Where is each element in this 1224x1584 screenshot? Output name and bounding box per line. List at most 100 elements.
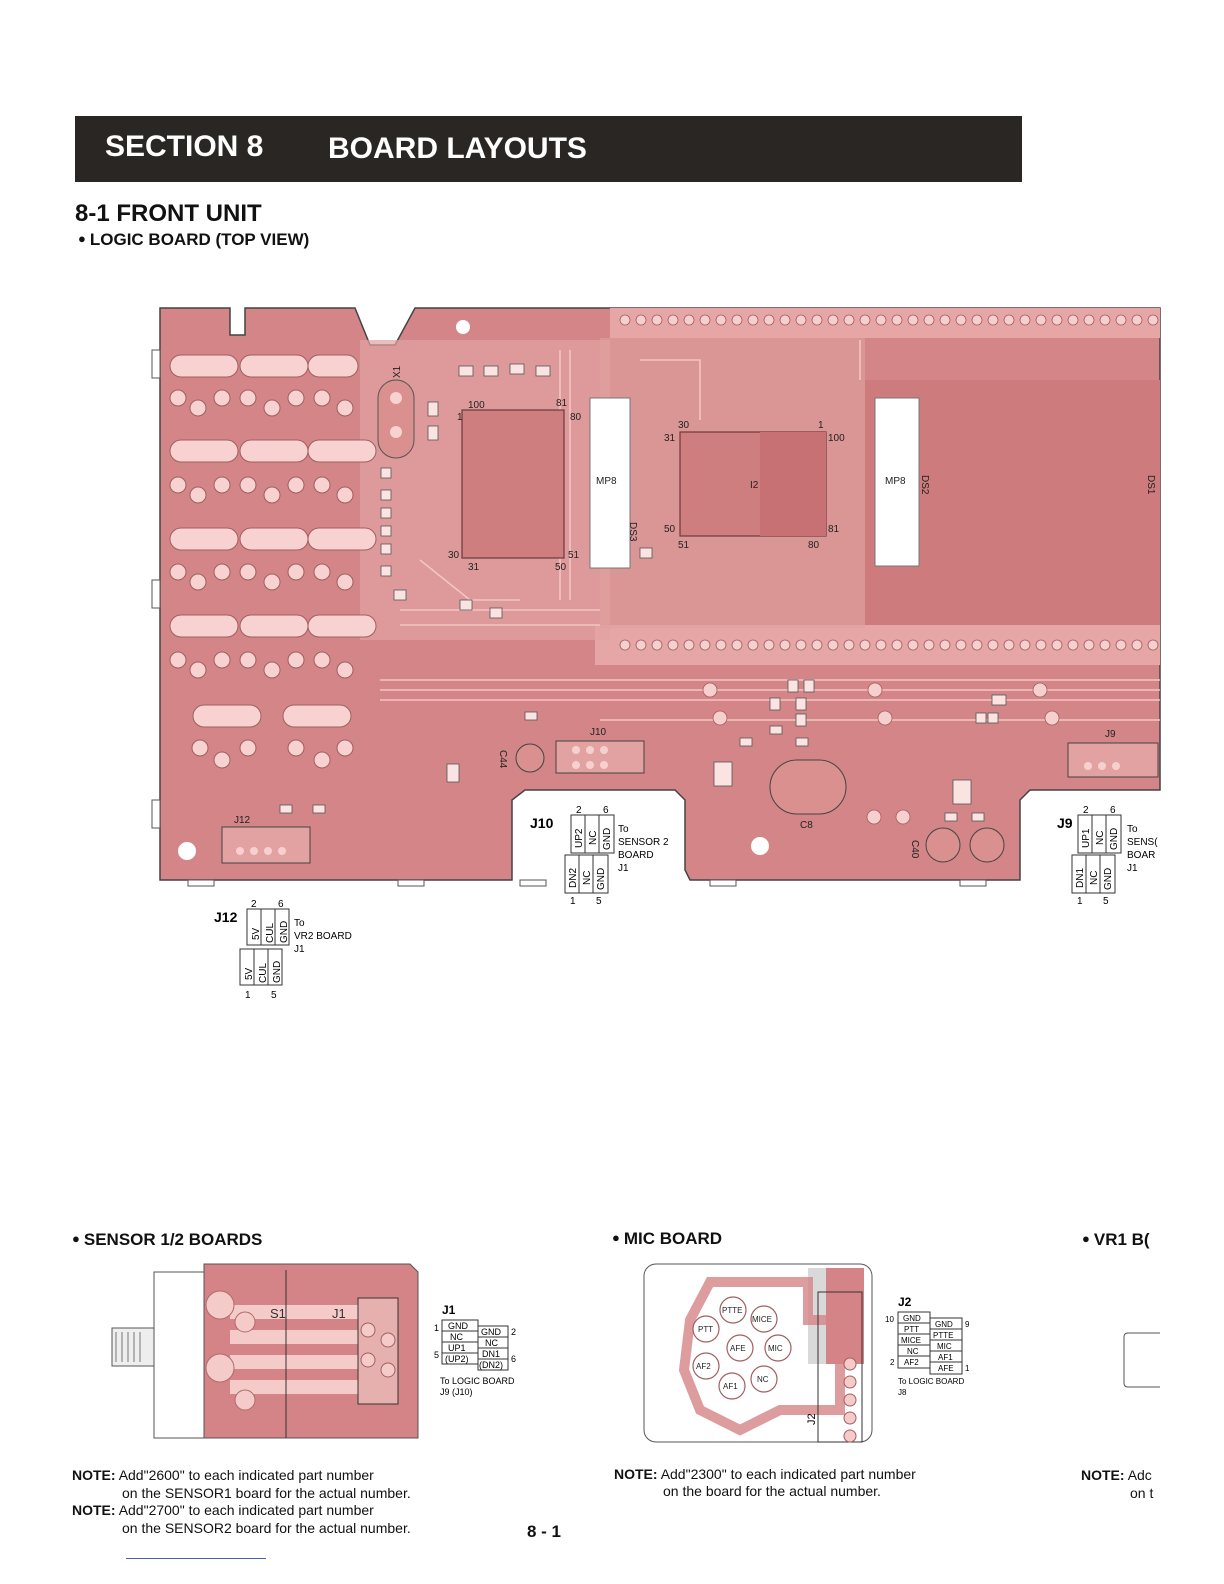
- svg-text:5: 5: [1103, 896, 1109, 907]
- c8-label: C8: [800, 820, 813, 831]
- svg-text:PTTE: PTTE: [722, 1306, 742, 1315]
- svg-text:To: To: [1127, 824, 1138, 835]
- svg-text:J10: J10: [530, 815, 554, 831]
- svg-text:2: 2: [511, 1327, 516, 1337]
- logic-board-diagram: X1 MP8 MP8 DS2 DS1 DS3 C44 C8 C40 I2 100…: [151, 307, 1161, 887]
- logic-board-heading: LOGIC BOARD (TOP VIEW): [78, 230, 309, 250]
- svg-text:GND: GND: [279, 921, 290, 943]
- ic2-pin: 50: [664, 524, 676, 535]
- c44-label: C44: [497, 750, 508, 769]
- ic2-pin: 80: [808, 540, 820, 551]
- svg-text:AF2: AF2: [696, 1362, 711, 1371]
- section-number: SECTION 8: [105, 130, 264, 163]
- svg-text:1: 1: [245, 990, 251, 1001]
- c40-label: C40: [909, 840, 920, 859]
- ds2-label: DS2: [919, 475, 930, 495]
- svg-text:2: 2: [890, 1358, 895, 1367]
- ds1-label: DS1: [1145, 475, 1156, 495]
- svg-text:To: To: [294, 918, 305, 929]
- svg-text:GND: GND: [1103, 868, 1114, 890]
- svg-text:1: 1: [965, 1364, 970, 1373]
- ic1-pin: 80: [570, 412, 582, 423]
- svg-text:GND: GND: [903, 1314, 921, 1323]
- svg-text:DN2: DN2: [568, 868, 579, 888]
- svg-text:VR2 BOARD: VR2 BOARD: [294, 931, 352, 942]
- ic2-label: I2: [750, 480, 759, 491]
- ds3-label: DS3: [627, 522, 638, 542]
- svg-text:6: 6: [511, 1354, 516, 1364]
- svg-text:CUL: CUL: [258, 963, 269, 983]
- connector-pinouts: J12 2 6 5V CUL GND 5V CUL GND 1 5 To VR2…: [214, 805, 1158, 1001]
- svg-text:J9: J9: [1057, 815, 1073, 831]
- svg-text:NC: NC: [588, 831, 599, 845]
- ic2-pin: 31: [664, 433, 676, 444]
- svg-text:GND: GND: [448, 1321, 469, 1331]
- svg-text:6: 6: [278, 899, 284, 910]
- svg-text:6: 6: [1110, 805, 1116, 816]
- ic1-pin: 51: [568, 550, 580, 561]
- svg-text:J12: J12: [214, 909, 238, 925]
- key-pads: [169, 354, 377, 728]
- svg-text:PTT: PTT: [904, 1325, 919, 1334]
- svg-text:GND: GND: [272, 961, 283, 983]
- j9-board-label: J9: [1105, 729, 1116, 740]
- svg-text:J1: J1: [294, 944, 305, 955]
- svg-text:DN1: DN1: [482, 1349, 500, 1359]
- ic2-pin: 30: [678, 420, 690, 431]
- footer-rule: [126, 1558, 266, 1559]
- svg-text:2: 2: [1083, 805, 1089, 816]
- page-number: 8 - 1: [527, 1522, 562, 1541]
- svg-text:J8: J8: [898, 1388, 907, 1397]
- svg-text:NC: NC: [1095, 831, 1106, 845]
- svg-text:UP1: UP1: [448, 1343, 466, 1353]
- svg-text:UP1: UP1: [1081, 828, 1092, 848]
- svg-text:1: 1: [1077, 896, 1083, 907]
- s1-label: S1: [270, 1306, 286, 1321]
- vr1-note-b: on t: [1130, 1485, 1154, 1501]
- svg-text:BOAR: BOAR: [1127, 850, 1155, 861]
- svg-text:GND: GND: [1109, 828, 1120, 850]
- mic-note: NOTE: Add"2300" to each indicated part n…: [614, 1466, 916, 1482]
- svg-text:PTTE: PTTE: [933, 1331, 953, 1340]
- svg-text:MIC: MIC: [768, 1344, 783, 1353]
- mic-note-b: on the board for the actual number.: [663, 1483, 881, 1499]
- ic1-pin: 81: [556, 398, 568, 409]
- svg-text:9: 9: [965, 1320, 970, 1329]
- svg-text:J2: J2: [898, 1295, 912, 1309]
- svg-text:GND: GND: [596, 868, 607, 890]
- svg-text:J1: J1: [1127, 863, 1138, 874]
- vr1-board-diagram: [1123, 1332, 1160, 1388]
- svg-text:(DN2): (DN2): [479, 1360, 503, 1370]
- svg-text:5V: 5V: [244, 967, 255, 980]
- svg-text:NC: NC: [582, 871, 593, 885]
- svg-text:To LOGIC BOARD: To LOGIC BOARD: [898, 1377, 964, 1386]
- svg-text:PTT: PTT: [698, 1325, 713, 1334]
- section-title: BOARD LAYOUTS: [328, 132, 587, 165]
- svg-text:NC: NC: [450, 1332, 463, 1342]
- svg-text:GND: GND: [602, 828, 613, 850]
- ic1-pin: 30: [448, 550, 460, 561]
- svg-text:1: 1: [570, 896, 576, 907]
- mp8-label-1: MP8: [596, 476, 617, 487]
- ic1-pin: 1: [457, 412, 463, 423]
- svg-text:MICE: MICE: [901, 1336, 921, 1345]
- j9-pinout: J9 2 6 UP1 NC GND DN1 NC GND 1 5 To SENS…: [1057, 805, 1158, 907]
- svg-text:CUL: CUL: [265, 923, 276, 943]
- svg-text:NC: NC: [1089, 871, 1100, 885]
- svg-text:5: 5: [434, 1350, 439, 1360]
- svg-text:To: To: [618, 824, 629, 835]
- svg-text:SENSOR 2: SENSOR 2: [618, 837, 669, 848]
- svg-text:6: 6: [603, 805, 609, 816]
- ic1-pin: 31: [468, 562, 480, 573]
- svg-text:NC: NC: [485, 1338, 498, 1348]
- sensor-j1-board-label: J1: [332, 1306, 346, 1321]
- subsection-title: 8-1 FRONT UNIT: [75, 200, 262, 227]
- mp8-label-2: MP8: [885, 476, 906, 487]
- svg-text:5V: 5V: [251, 927, 262, 940]
- svg-text:SENS(: SENS(: [1127, 837, 1158, 848]
- svg-text:5: 5: [596, 896, 602, 907]
- ic2-pin: 1: [818, 420, 824, 431]
- mic-heading: MIC BOARD: [612, 1229, 722, 1249]
